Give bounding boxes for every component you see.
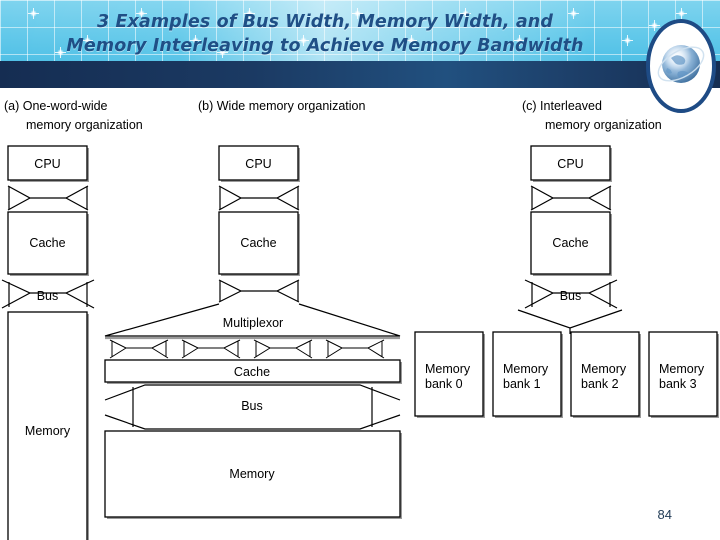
memory-organization-diagram: (a) One-word-wide memory organization CP… <box>0 88 720 540</box>
c-bank2-line2: bank 2 <box>581 377 619 391</box>
a-bus-connector-1 <box>7 185 89 211</box>
c-bank3-line2: bank 3 <box>659 377 697 391</box>
a-cache-label: Cache <box>29 236 65 250</box>
c-bank0-line1: Memory <box>425 362 471 376</box>
b-bus-wide-label: Bus <box>241 399 263 413</box>
b-cache-wide-label: Cache <box>234 365 270 379</box>
sparkle-icon <box>82 35 93 46</box>
c-cpu-label: CPU <box>557 157 583 171</box>
a-cpu-box <box>7 145 88 181</box>
a-memory-label: Memory <box>25 424 71 438</box>
c-bus-label: Bus <box>560 289 582 303</box>
sparkle-icon <box>514 35 525 46</box>
sparkle-icon <box>460 8 471 19</box>
sparkle-icon <box>190 35 201 46</box>
c-bank-2 <box>570 331 640 417</box>
sparkle-icon <box>406 35 417 46</box>
b-multiplexor-label: Multiplexor <box>223 316 283 330</box>
c-cpu-box <box>530 145 611 181</box>
caption-a-line1: (a) One-word-wide <box>4 99 108 113</box>
a-memory-box <box>7 311 88 540</box>
sparkle-icon <box>352 8 363 19</box>
b-mux-bus-connectors <box>109 339 385 359</box>
caption-b-line1: (b) Wide memory organization <box>198 99 365 113</box>
sparkle-icon <box>298 35 309 46</box>
a-cpu-label: CPU <box>34 157 60 171</box>
c-bank-3 <box>648 331 718 417</box>
c-bus-connector-1 <box>530 185 612 211</box>
b-cpu-box <box>218 145 299 181</box>
b-cpu-label: CPU <box>245 157 271 171</box>
c-bank3-line1: Memory <box>659 362 705 376</box>
b-bus-connector-1 <box>218 185 300 211</box>
sparkle-icon <box>136 8 147 19</box>
b-multiplexor: Multiplexor <box>104 303 401 340</box>
sparkle-icon <box>622 35 633 46</box>
c-bank2-line1: Memory <box>581 362 627 376</box>
a-cache-box <box>7 211 88 275</box>
sparkle-icon <box>649 20 660 31</box>
sparkle-icon <box>55 47 66 58</box>
b-bus-connector-2 <box>218 279 300 303</box>
b-cache-box <box>218 211 299 275</box>
b-memory-label: Memory <box>229 467 275 481</box>
c-bank-1 <box>492 331 562 417</box>
caption-c-line2: memory organization <box>545 118 662 132</box>
sparkle-icon <box>217 47 228 58</box>
header-accent-band <box>0 61 720 88</box>
sparkle-icon <box>244 8 255 19</box>
b-cache-label: Cache <box>240 236 276 250</box>
c-bus-shape: Bus <box>524 279 618 309</box>
globe-logo <box>645 18 717 114</box>
a-bus-label: Bus <box>37 289 59 303</box>
sparkle-icon <box>568 8 579 19</box>
c-cache-label: Cache <box>552 236 588 250</box>
page-title: 3 Examples of Bus Width, Memory Width, a… <box>66 12 584 56</box>
caption-a-line2: memory organization <box>26 118 143 132</box>
c-bank1-line1: Memory <box>503 362 549 376</box>
b-cache-wide-box <box>104 359 401 383</box>
c-bank1-line2: bank 1 <box>503 377 541 391</box>
c-cache-box <box>530 211 611 275</box>
a-bus-shape: Bus <box>1 279 95 309</box>
sparkle-icon <box>676 8 687 19</box>
c-bank-0 <box>414 331 484 417</box>
c-bank-splitter <box>517 309 623 334</box>
sparkle-icon <box>28 8 39 19</box>
page-number: 84 <box>657 507 672 522</box>
b-bus-wide-shape: Bus <box>104 384 401 430</box>
b-memory-box <box>104 430 401 518</box>
c-bank0-line2: bank 0 <box>425 377 463 391</box>
caption-c-line1: (c) Interleaved <box>522 99 602 113</box>
slide-header-banner <box>0 0 720 62</box>
